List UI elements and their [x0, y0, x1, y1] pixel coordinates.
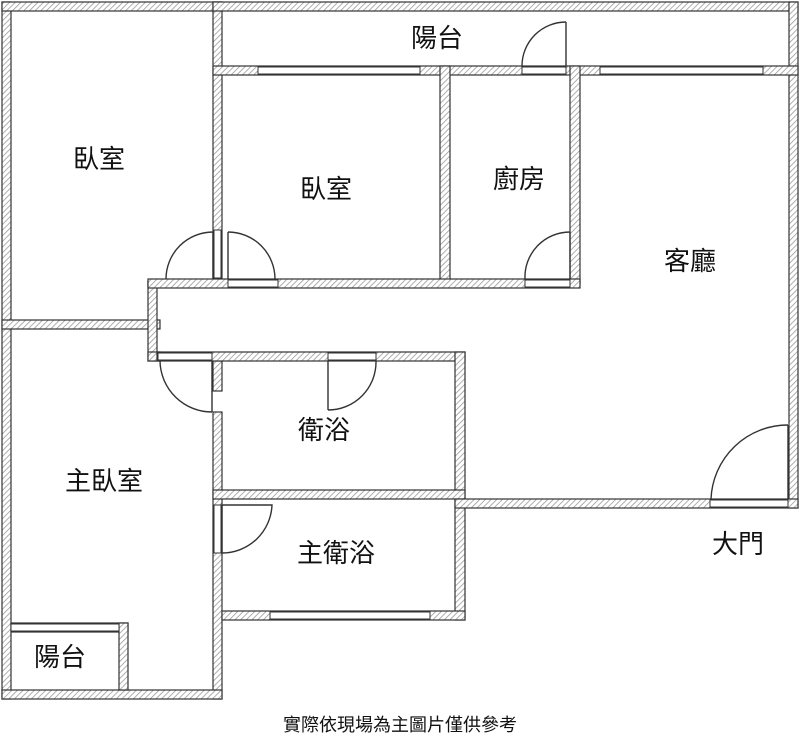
openings [10, 66, 789, 632]
door-kitchen [524, 231, 571, 280]
wall-bottom [1, 689, 223, 700]
label-bedroom-middle: 臥室 [300, 175, 352, 205]
door-gap-main [709, 499, 789, 508]
label-master-bathroom: 主衛浴 [297, 539, 375, 569]
door-gap-bedroom-left [213, 229, 222, 279]
door-master-bedroom [159, 360, 213, 413]
window-balcony-bottom [10, 623, 120, 632]
door-master-bathroom [221, 504, 273, 554]
label-bedroom-left: 臥室 [73, 145, 125, 175]
door-gap-kitchen [524, 279, 571, 288]
wall-left-outer [1, 1, 12, 700]
label-kitchen: 廚房 [493, 165, 545, 195]
label-balcony-bottom: 陽台 [34, 643, 86, 673]
wall-bedroom-middle-right [439, 65, 451, 285]
wall-balcony-top-top [212, 1, 799, 12]
door-bedroom-left [165, 231, 214, 280]
wall-bedroom-left-bottom [1, 319, 161, 330]
wall-balcony-bottom-right [118, 622, 129, 691]
door-gap-bedroom-middle [227, 279, 279, 288]
door-gap-master [157, 352, 213, 361]
wall-balcony-top-bottom [212, 65, 799, 76]
wall-master-right-lower [212, 411, 223, 700]
window-balcony-top-1 [257, 66, 421, 75]
room-labels: 陽台 臥室 臥室 廚房 客廳 衛浴 主臥室 主衛浴 陽台 大門 [34, 24, 764, 673]
door-main [710, 424, 789, 500]
door-bathroom [327, 360, 377, 411]
disclaimer-caption: 實際依現場為主圖片僅供參考 [283, 715, 517, 736]
label-living-room: 客廳 [664, 247, 716, 277]
wall-top-left [1, 1, 223, 12]
door-gap-balcony-top [521, 66, 567, 75]
door-bedroom-middle [227, 231, 276, 280]
wall-bathroom-right [454, 351, 466, 621]
wall-rooms-bottom [147, 278, 581, 289]
wall-living-bottom [454, 498, 799, 509]
label-main-door: 大門 [712, 530, 764, 560]
window-balcony-top-2 [599, 66, 764, 75]
door-balcony-top [521, 21, 567, 67]
walls [1, 1, 799, 700]
wall-master-right-upper [212, 360, 223, 392]
label-bathroom: 衛浴 [298, 416, 350, 446]
wall-bathroom-divider [212, 489, 466, 500]
window-master-bath [269, 611, 431, 620]
door-gap-bathroom [327, 352, 377, 361]
label-master-bedroom: 主臥室 [65, 467, 143, 497]
door-gap-master-bath [213, 504, 222, 554]
wall-corridor-stub-left [147, 280, 158, 362]
doors [159, 21, 789, 554]
label-balcony-top: 陽台 [411, 24, 463, 54]
wall-kitchen-right [569, 65, 581, 285]
wall-right [788, 1, 799, 509]
